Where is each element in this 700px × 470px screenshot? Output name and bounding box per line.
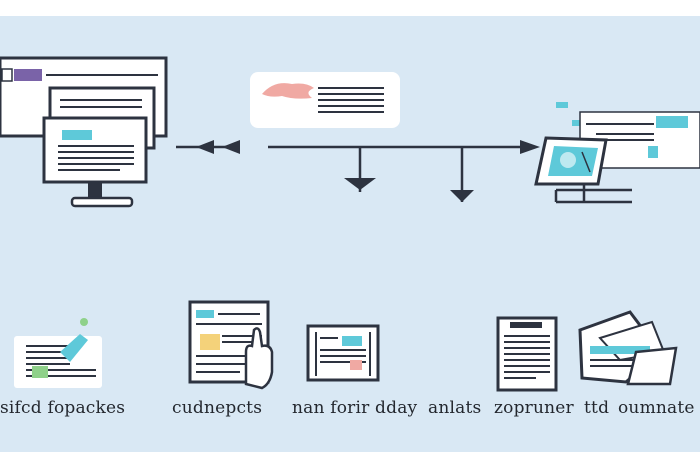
- caption-2: cudnepcts: [172, 398, 263, 418]
- tablet-dashboard-icon: [534, 102, 700, 204]
- document-hand-icon: [188, 300, 274, 390]
- desktop-monitor-icon: [0, 56, 168, 208]
- caption-7: oumnate: [618, 398, 695, 418]
- document-page-icon: [496, 316, 558, 392]
- card-pen-icon: [14, 318, 102, 388]
- caption-1: sifcd fopackes: [0, 398, 126, 418]
- folded-envelope-icon: [578, 310, 678, 386]
- left-arrow-connector: [176, 140, 240, 154]
- caption-3: nan forir dday: [292, 398, 418, 418]
- caption-4: anlats: [428, 398, 482, 418]
- form-card-icon: [306, 324, 380, 382]
- main-flow-line: [268, 140, 540, 202]
- hand-message-icon: [262, 83, 314, 99]
- message-card: [250, 72, 400, 128]
- caption-6: ttd: [584, 398, 610, 418]
- caption-5: zopruner: [494, 398, 574, 418]
